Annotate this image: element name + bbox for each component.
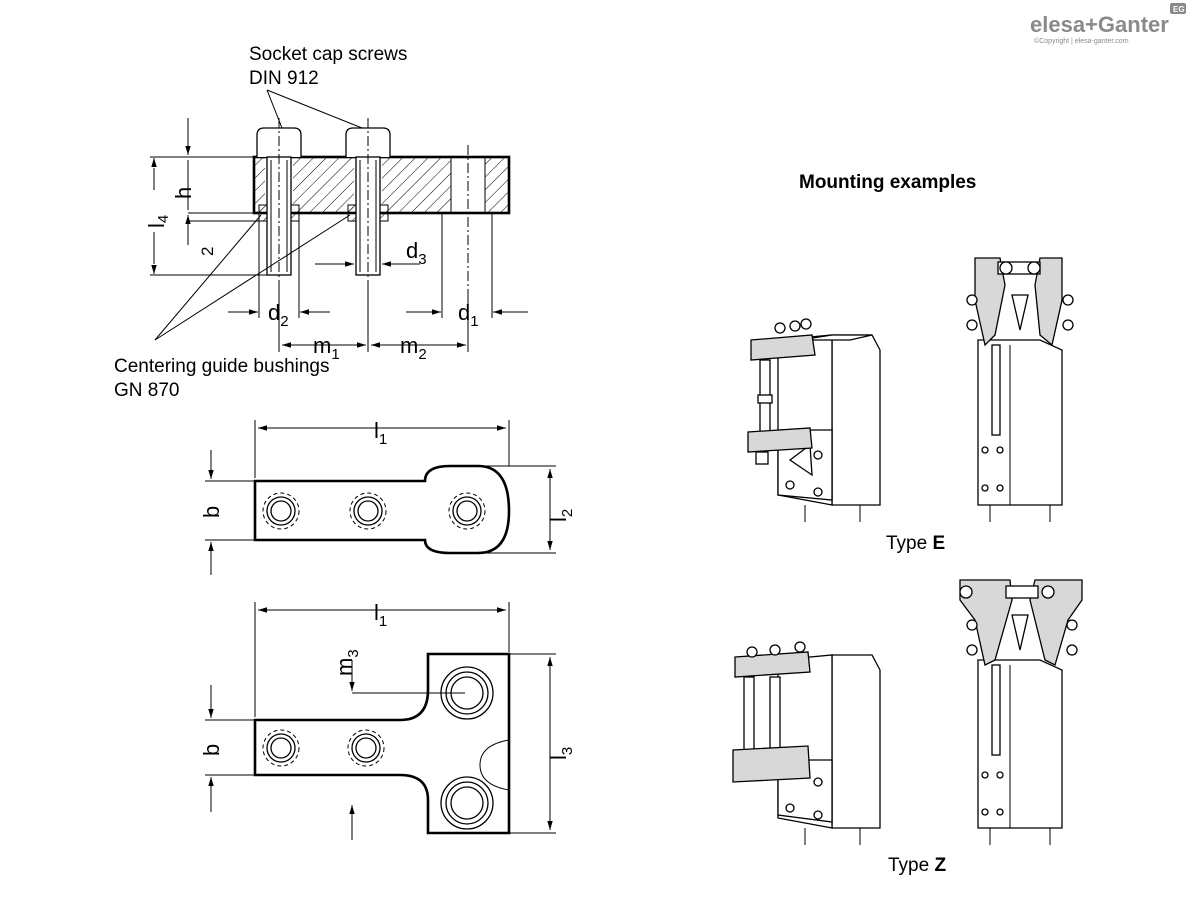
bushing-mid-b <box>379 204 389 222</box>
plate-view-type-e: l1 b l2 <box>199 418 576 575</box>
leader-screw-left <box>266 89 283 129</box>
dim-m2: m2 <box>400 333 427 363</box>
dim-d3: d3 <box>406 238 427 268</box>
dim-m2-letter: m <box>400 333 418 358</box>
dim-d3-sub: 3 <box>418 251 426 268</box>
dim-l1-bottom-letter: l <box>374 600 379 625</box>
dim-l4-sub: 4 <box>155 215 172 223</box>
dim-d1-letter: d <box>458 300 470 325</box>
callout-screws-line1: Socket cap screws <box>249 44 407 65</box>
logo-copyright: ©Copyright | elesa-ganter.com <box>1034 37 1129 45</box>
dim-l1-top-letter: l <box>374 418 379 443</box>
type-z-assembly-right <box>959 579 1083 845</box>
dim-l2-letter: l <box>546 517 571 522</box>
label-type-e-prefix: Type <box>886 533 932 554</box>
dim-l4: l4 <box>144 215 172 228</box>
dim-d2: d2 <box>268 300 289 330</box>
logo-badge-shape <box>1170 3 1186 14</box>
label-type-e: Type E <box>886 533 945 554</box>
dim-l4-letter: l <box>144 223 169 228</box>
mounting-examples-title: Mounting examples <box>799 172 976 193</box>
dim-b-bottom: b <box>199 744 224 756</box>
dim-m3: m3 <box>332 649 362 676</box>
dim-l3-sub: 3 <box>559 747 576 755</box>
dim-l2: l2 <box>546 509 576 522</box>
type-z-assembly-left <box>732 641 881 845</box>
dim-m1-letter: m <box>313 333 331 358</box>
leader-bushing-left <box>154 214 262 341</box>
label-type-z-prefix: Type <box>888 855 934 876</box>
label-type-z-letter: Z <box>934 855 946 876</box>
dim-l1-bottom: l1 <box>374 600 387 630</box>
bushing-left-a <box>258 204 268 222</box>
dim-l1-top: l1 <box>374 418 387 448</box>
plate-e-outline <box>253 464 511 555</box>
plate-view-type-z: l1 m3 b l3 <box>199 600 576 840</box>
dim-2: 2 <box>198 247 217 256</box>
type-e-assembly-left <box>747 318 881 522</box>
dim-l1-top-sub: 1 <box>379 431 387 448</box>
dim-m3-letter: m <box>332 658 357 676</box>
bushing-left-b <box>290 204 300 222</box>
dim-l3-letter: l <box>546 755 571 760</box>
section-view: h l4 2 d3 d2 d1 m1 m2 <box>114 44 528 401</box>
leader-bushing-middle <box>154 214 351 341</box>
bushing-mid-a <box>347 204 357 222</box>
dim-l1-bottom-sub: 1 <box>379 613 387 630</box>
elesa-ganter-logo: elesa+Ganter EG ©Copyright | elesa-gante… <box>1030 3 1186 45</box>
dim-l2-sub: 2 <box>559 509 576 517</box>
dim-d3-letter: d <box>406 238 418 263</box>
dim-d2-sub: 2 <box>280 313 288 330</box>
label-type-z: Type Z <box>888 855 946 876</box>
dim-m2-sub: 2 <box>418 346 426 363</box>
callout-bushings-line2: GN 870 <box>114 380 179 401</box>
leader-screw-middle <box>266 89 363 129</box>
type-e-assembly-right <box>966 257 1074 522</box>
dim-d1-sub: 1 <box>470 313 478 330</box>
dim-b-top: b <box>199 506 224 518</box>
dim-m3-sub: 3 <box>345 649 362 657</box>
callout-bushings-line1: Centering guide bushings <box>114 356 330 377</box>
logo-badge-text: EG <box>1173 5 1185 14</box>
callout-screws-line2: DIN 912 <box>249 68 319 89</box>
dim-h: h <box>171 187 196 199</box>
dim-l3: l3 <box>546 747 576 760</box>
dim-m1-sub: 1 <box>331 346 339 363</box>
logo-brand-text: elesa+Ganter <box>1030 12 1169 37</box>
dim-d2-letter: d <box>268 300 280 325</box>
label-type-e-letter: E <box>932 533 945 554</box>
dim-m1: m1 <box>313 333 340 363</box>
dim-d1: d1 <box>458 300 479 330</box>
